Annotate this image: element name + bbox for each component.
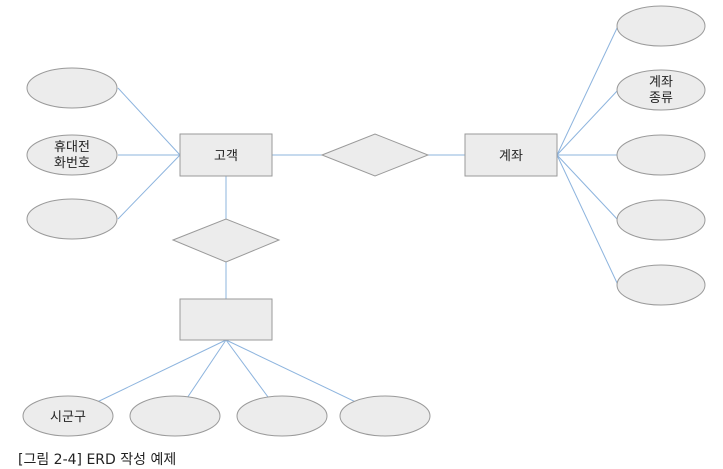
entity-customer: 고객 — [179, 133, 273, 177]
attribute-account-type: 계좌 종류 — [616, 69, 706, 111]
edge-account-attr5 — [556, 154, 619, 286]
attribute-entity3-city: 시군구 — [22, 395, 114, 437]
attribute-entity3-4 — [339, 395, 431, 437]
entity-account: 계좌 — [464, 133, 558, 177]
attribute-entity3-2 — [129, 395, 221, 437]
edge-customer-attr3 — [117, 154, 181, 220]
attribute-entity3-3 — [236, 395, 328, 437]
edge-customer-attr1 — [117, 87, 181, 156]
attribute-account-4 — [616, 199, 706, 241]
attribute-account-1 — [616, 5, 706, 47]
attribute-account-5 — [616, 264, 706, 306]
attribute-entity3-city-label: 시군구 — [50, 410, 86, 425]
connectors — [67, 25, 619, 417]
attribute-customer-3 — [26, 198, 118, 240]
attribute-customer-phone: 휴대전 화번호 — [26, 134, 118, 176]
edge-account-attr1 — [556, 25, 619, 156]
attribute-account-type-line1: 계좌 — [649, 75, 673, 90]
relationship-customer-entity3 — [171, 218, 281, 263]
attribute-customer-phone-line2: 화번호 — [54, 156, 90, 171]
entity-unnamed — [179, 298, 273, 341]
entity-account-label: 계좌 — [499, 149, 523, 164]
figure-caption: [그림 2-4] ERD 작성 예제 — [18, 452, 177, 468]
attribute-customer-phone-line1: 휴대전 — [54, 140, 90, 155]
entity-customer-label: 고객 — [214, 149, 238, 164]
attribute-account-3 — [616, 134, 706, 176]
attribute-account-type-line2: 종류 — [649, 91, 673, 106]
edge-account-attr4 — [556, 154, 619, 221]
edge-account-type — [556, 89, 619, 156]
relationship-customer-account — [320, 133, 430, 177]
attribute-customer-1 — [26, 67, 118, 109]
